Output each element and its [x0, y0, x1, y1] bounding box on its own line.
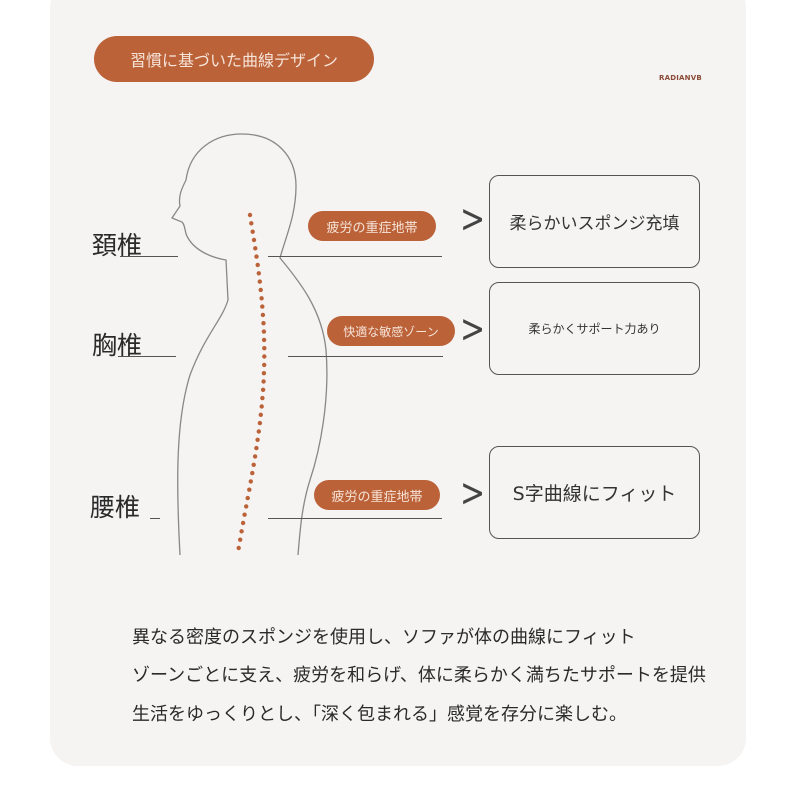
- spine-dot: [254, 445, 259, 451]
- spine-dot: [257, 279, 262, 284]
- spine-dot: [262, 354, 267, 359]
- spine-dot: [260, 304, 265, 309]
- spine-dot: [247, 487, 252, 492]
- spine-dot: [261, 321, 266, 326]
- spine-dot: [244, 504, 249, 509]
- spine-dot: [249, 221, 254, 226]
- divider: [118, 356, 176, 357]
- spine-dot: [262, 346, 267, 351]
- spine-dot: [253, 246, 258, 251]
- chevron-right-icon: >: [460, 470, 486, 517]
- description-line: 異なる密度のスポンジを使用し、ソファが体の曲線にフィット: [132, 627, 636, 648]
- chevron-right-icon: >: [460, 196, 486, 243]
- spine-dot: [250, 470, 255, 476]
- spine-dot: [245, 495, 250, 501]
- feature-box: 柔らかくサポート力あり: [489, 282, 700, 375]
- chevron-right-icon: >: [460, 306, 486, 353]
- label-thoracic: 胸椎: [92, 331, 143, 360]
- spine-dot: [258, 412, 263, 417]
- feature-box: 柔らかいスポンジ充填: [489, 175, 700, 268]
- spine-dot: [254, 254, 259, 259]
- spine-dot: [236, 545, 241, 551]
- spine-dot: [239, 529, 244, 534]
- label-cervical: 頚椎: [92, 231, 143, 260]
- spine-dot: [257, 420, 263, 426]
- spine-dot: [240, 520, 246, 526]
- spine-dot: [261, 379, 266, 384]
- feature-box: S字曲線にフィット: [489, 446, 700, 539]
- spine-dot: [260, 395, 265, 401]
- spine-dot: [255, 437, 260, 442]
- spine-dot: [255, 262, 260, 268]
- spine-dot: [248, 479, 253, 484]
- spine-dot: [259, 404, 264, 409]
- spine-dot: [242, 512, 247, 517]
- brand-logo: RADIANVB: [659, 74, 702, 82]
- description-line: 生活をゆっくりとし、「深く包まれる」感覚を存分に楽しむ。: [132, 704, 627, 725]
- body-outline: [171, 133, 328, 556]
- spine-dot: [247, 212, 253, 218]
- spine-dot: [250, 229, 255, 234]
- spine-dot: [260, 387, 266, 392]
- spine-dots: [236, 212, 267, 551]
- spine-dot: [261, 329, 267, 334]
- spine-dot: [260, 312, 266, 318]
- spine-dot: [261, 371, 267, 376]
- description-line: ゾーンごとに支え、疲労を和らげ、体に柔らかく満ちたサポートを提供: [132, 665, 706, 686]
- title-pill: 習慣に基づいた曲線デザイン: [94, 36, 374, 82]
- spine-dot: [256, 271, 261, 276]
- spine-dot: [256, 429, 261, 434]
- divider: [268, 256, 442, 257]
- spine-dot: [259, 296, 264, 301]
- spine-dot: [258, 287, 263, 293]
- spine-dot: [251, 462, 256, 467]
- label-lumbar: 腰椎: [90, 493, 141, 522]
- spine-dot: [261, 337, 267, 343]
- zone-tag: 快適な敏感ゾーン: [327, 316, 455, 346]
- zone-tag: 疲労の重症地帯: [314, 480, 440, 510]
- divider: [120, 256, 178, 257]
- divider: [150, 518, 160, 519]
- zone-tag: 疲労の重症地帯: [308, 211, 436, 241]
- spine-dot: [262, 362, 267, 368]
- content-card: [50, 0, 746, 766]
- divider: [288, 356, 443, 357]
- spine-dot: [251, 237, 257, 243]
- divider: [268, 518, 442, 519]
- spine-dot: [252, 454, 258, 459]
- spine-dot: [238, 537, 243, 542]
